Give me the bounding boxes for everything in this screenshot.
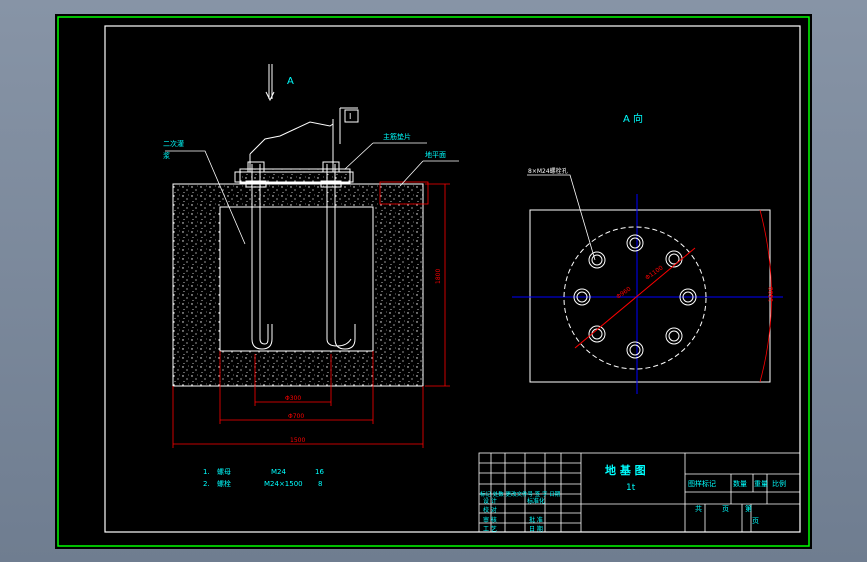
dim-radius-1: Φ960 <box>615 286 632 301</box>
title-block <box>478 452 801 533</box>
callout-grout-1: 二次灌 <box>163 139 184 148</box>
tb-row-4b: 日 期 <box>529 525 543 533</box>
callout-grout-2: 浆 <box>163 151 170 160</box>
dim-right-height: 1500 <box>768 287 775 302</box>
dim-radius-2: Φ1100 <box>644 264 665 281</box>
tb-row-1a: 设 计 <box>483 497 497 505</box>
part-2-qty: 8 <box>318 480 322 488</box>
anchor-bolt-left <box>245 161 273 350</box>
foundation-plan <box>512 174 783 394</box>
title-block-left-header: 标记 处数 更改文件号 签 字 日期 <box>480 490 561 498</box>
view-label-a: A <box>287 76 294 87</box>
tb-right-bottom-2: 第 <box>745 504 752 513</box>
dim-mid-width: Φ700 <box>288 413 304 420</box>
dim-height: 1800 <box>435 269 442 284</box>
view-label-a-dir: A 向 <box>623 112 643 125</box>
tb-right-bottom-1: 页 <box>722 505 729 513</box>
tb-right-header-1: 数量 <box>733 479 747 488</box>
part-1-spec: M24 <box>271 468 286 476</box>
tb-right-bottom-0: 共 <box>695 504 702 513</box>
anchor-bolt-right <box>320 161 356 350</box>
part-2-spec: M24×1500 <box>264 480 303 488</box>
inner-frame <box>104 25 801 533</box>
tb-row-3a: 审 核 <box>483 516 497 524</box>
callout-bolt-circle: 8×M24螺栓孔 <box>528 167 568 175</box>
part-1-index: 1. <box>203 468 210 476</box>
part-2-index: 2. <box>203 480 210 488</box>
parts-list: 1. 螺母 M24 16 2. 螺栓 M24×1500 8 <box>203 467 324 488</box>
part-1-name: 螺母 <box>217 467 231 476</box>
title-block-title: 地 基 图 <box>605 463 646 477</box>
foundation-section <box>165 64 459 448</box>
section-mark: I <box>349 112 351 121</box>
dim-total-width: 1500 <box>290 437 305 444</box>
title-block-subtitle: 1t <box>626 483 636 493</box>
tb-right-bottom-3: 页 <box>752 517 759 525</box>
tb-row-2a: 校 对 <box>483 506 497 514</box>
tb-row-1b: 标准化 <box>527 497 545 505</box>
drawing-viewport[interactable]: A I 二次灌 浆 主筋垫片 地平面 Φ300 Φ700 1500 1800 <box>55 14 812 549</box>
outer-frame <box>57 16 810 547</box>
callout-level: 地平面 <box>425 150 446 159</box>
part-1-qty: 16 <box>315 468 324 476</box>
tb-right-header-2: 重量 <box>754 480 768 488</box>
dim-inner-width: Φ300 <box>285 395 301 402</box>
cad-drawing: A I 二次灌 浆 主筋垫片 地平面 Φ300 Φ700 1500 1800 <box>57 16 810 547</box>
tb-right-header-3: 比例 <box>772 479 786 488</box>
tb-right-header-0: 图样标记 <box>688 479 716 488</box>
tb-row-4a: 工 艺 <box>483 525 497 533</box>
tb-row-3b: 批 准 <box>529 516 543 524</box>
part-2-name: 螺栓 <box>217 479 231 488</box>
callout-anchor: 主筋垫片 <box>383 132 411 141</box>
